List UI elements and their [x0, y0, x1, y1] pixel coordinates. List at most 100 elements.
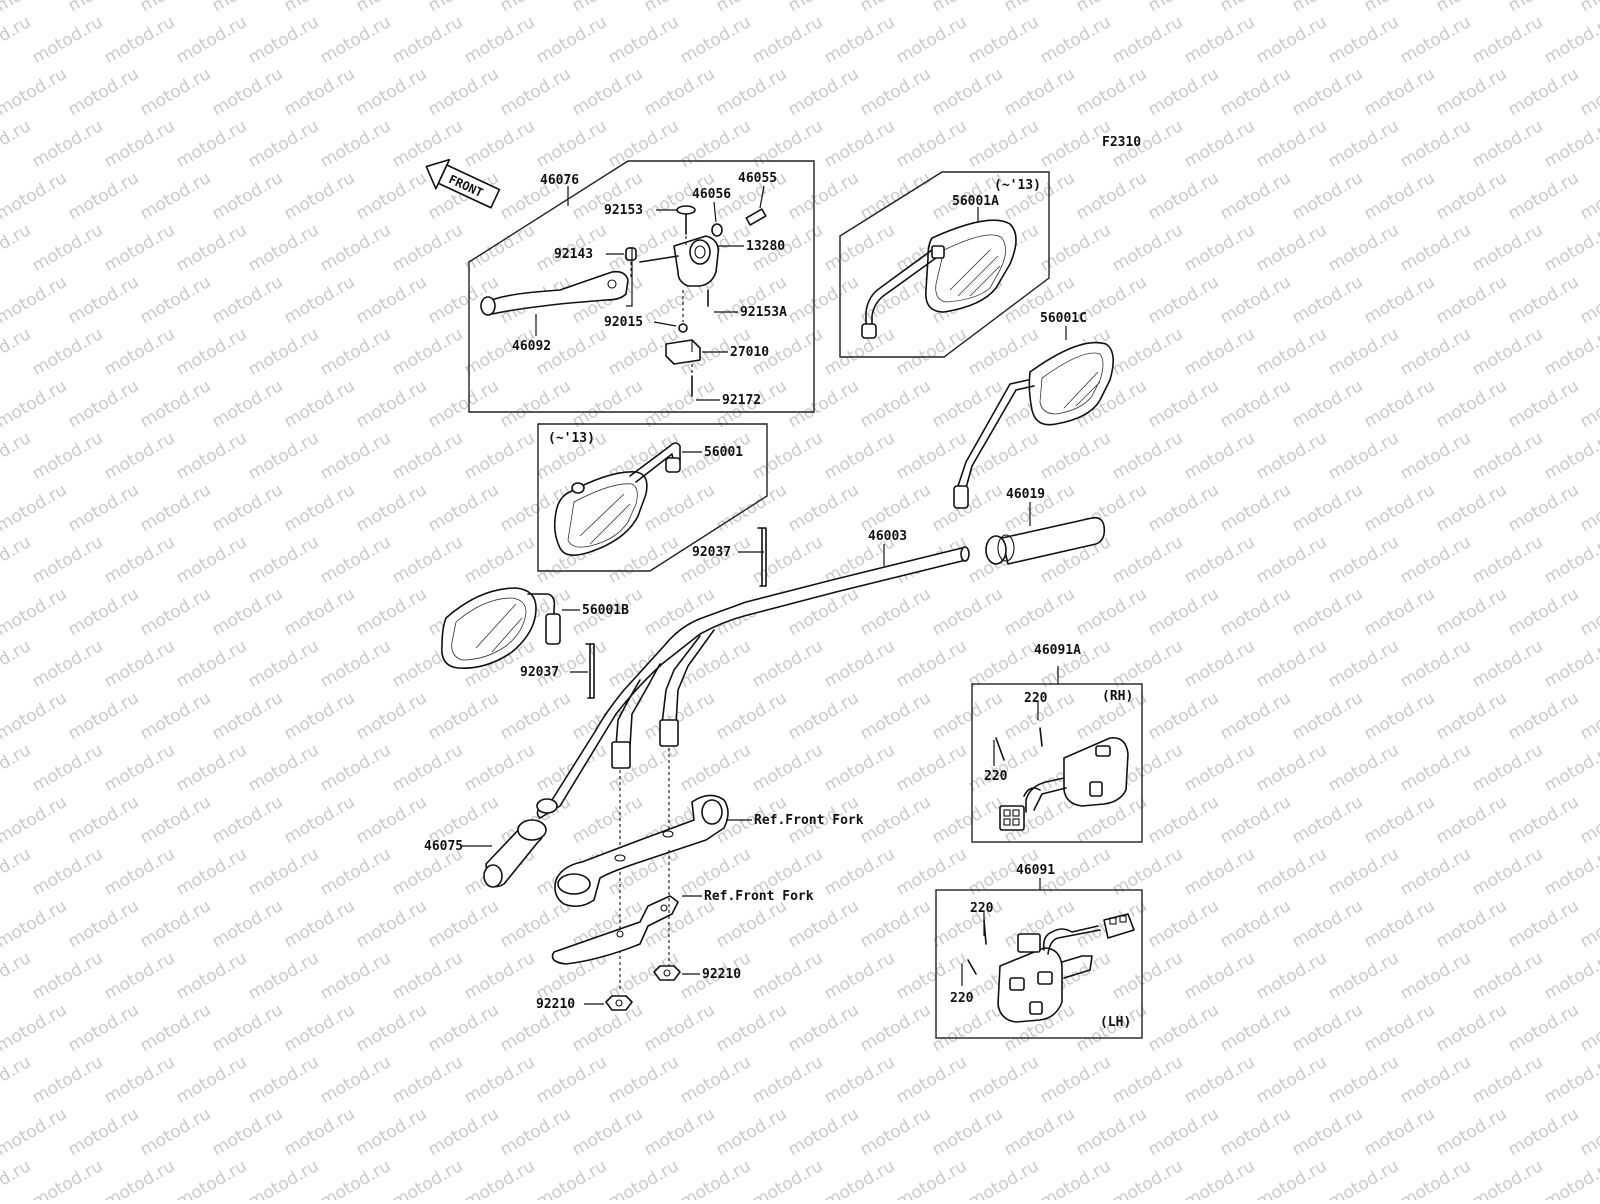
- label-56001c: 56001C: [1040, 311, 1087, 326]
- watermark-text: motod.ru: [1541, 428, 1600, 484]
- watermark-text: motod.ru: [1541, 220, 1600, 276]
- label-27010: 27010: [730, 345, 769, 360]
- watermark-text: motod.ru: [1217, 480, 1295, 536]
- watermark-text: motod.ru: [353, 64, 431, 120]
- label-46091: 46091: [1016, 863, 1055, 878]
- watermark-text: motod.ru: [677, 1156, 755, 1200]
- watermark-text: motod.ru: [281, 272, 359, 328]
- watermark-text: motod.ru: [461, 1052, 539, 1108]
- watermark-text: motod.ru: [1361, 1104, 1439, 1160]
- watermark-text: motod.ru: [1325, 428, 1403, 484]
- watermark-text: motod.ru: [389, 12, 467, 68]
- watermark-text: motod.ru: [965, 1156, 1043, 1200]
- watermark-text: motod.ru: [1145, 480, 1223, 536]
- watermark-text: motod.ru: [461, 532, 539, 588]
- watermark-text: motod.ru: [317, 844, 395, 900]
- watermark-text: motod.ru: [281, 792, 359, 848]
- watermark-text: motod.ru: [749, 116, 827, 172]
- watermark-text: motod.ru: [1433, 168, 1511, 224]
- watermark-text: motod.ru: [1181, 948, 1259, 1004]
- watermark-text: motod.ru: [1253, 844, 1331, 900]
- watermark-text: motod.ru: [245, 532, 323, 588]
- label-46056: 46056: [692, 187, 731, 202]
- watermark-text: motod.ru: [929, 64, 1007, 120]
- watermark-text: motod.ru: [353, 792, 431, 848]
- watermark-text: motod.ru: [965, 1052, 1043, 1108]
- watermark-text: motod.ru: [1325, 12, 1403, 68]
- watermark-text: motod.ru: [1541, 532, 1600, 588]
- watermark-text: motod.ru: [821, 1156, 899, 1200]
- watermark-text: motod.ru: [605, 220, 683, 276]
- watermark-text: motod.ru: [245, 116, 323, 172]
- watermark-text: motod.ru: [65, 64, 143, 120]
- watermark-text: motod.ru: [785, 272, 863, 328]
- watermark-text: motod.ru: [245, 428, 323, 484]
- watermark-text: motod.ru: [1397, 324, 1475, 380]
- watermark-text: motod.ru: [1469, 116, 1547, 172]
- watermark-text: motod.ru: [281, 64, 359, 120]
- watermark-text: motod.ru: [317, 116, 395, 172]
- watermark-text: motod.ru: [1577, 64, 1600, 120]
- watermark-text: motod.ru: [1433, 584, 1511, 640]
- watermark-text: motod.ru: [245, 1052, 323, 1108]
- watermark-text: motod.ru: [137, 376, 215, 432]
- label-220-lh-top: 220: [970, 901, 994, 916]
- watermark-text: motod.ru: [821, 636, 899, 692]
- watermark-text: motod.ru: [965, 116, 1043, 172]
- watermark-text: motod.ru: [1217, 896, 1295, 952]
- watermark-text: motod.ru: [0, 1156, 34, 1200]
- watermark-text: motod.ru: [1217, 584, 1295, 640]
- watermark-text: motod.ru: [497, 1104, 575, 1160]
- watermark-text: motod.ru: [1217, 376, 1295, 432]
- watermark-text: motod.ru: [641, 1000, 719, 1056]
- watermark-text: motod.ru: [209, 896, 287, 952]
- watermark-text: motod.ru: [1361, 0, 1439, 16]
- label-92153: 92153: [604, 203, 643, 218]
- watermark-text: motod.ru: [0, 584, 70, 640]
- watermark-text: motod.ru: [29, 532, 107, 588]
- watermark-text: motod.ru: [857, 64, 935, 120]
- watermark-text: motod.ru: [209, 792, 287, 848]
- switch-lh-side-label: (LH): [1100, 1015, 1131, 1030]
- watermark-text: motod.ru: [533, 116, 611, 172]
- mirror-56001a: [861, 219, 1017, 339]
- label-220-rh-side: 220: [984, 769, 1008, 784]
- watermark-text: motod.ru: [1289, 688, 1367, 744]
- watermark-text: motod.ru: [1289, 584, 1367, 640]
- watermark-text: motod.ru: [317, 12, 395, 68]
- watermark-text: motod.ru: [1433, 792, 1511, 848]
- watermark-text: motod.ru: [65, 896, 143, 952]
- watermark-text: motod.ru: [1577, 168, 1600, 224]
- label-56001: 56001: [704, 445, 743, 460]
- watermark-text: motod.ru: [353, 0, 431, 16]
- watermark-text: motod.ru: [1289, 896, 1367, 952]
- lower-plate: [551, 895, 679, 965]
- watermark-text: motod.ru: [1073, 0, 1151, 16]
- watermark-text: motod.ru: [101, 636, 179, 692]
- clutch-lever: [480, 270, 629, 316]
- watermark-text: motod.ru: [1361, 896, 1439, 952]
- watermark-text: motod.ru: [857, 0, 935, 16]
- watermark-text: motod.ru: [1505, 792, 1583, 848]
- switch-rh-side-label: (RH): [1102, 689, 1133, 704]
- watermark-text: motod.ru: [677, 740, 755, 796]
- watermark-text: motod.ru: [1289, 168, 1367, 224]
- watermark-text: motod.ru: [173, 116, 251, 172]
- watermark-text: motod.ru: [1181, 844, 1259, 900]
- mirror-56001c: [953, 341, 1114, 509]
- watermark-text: motod.ru: [65, 1104, 143, 1160]
- watermark-text: motod.ru: [0, 0, 70, 16]
- watermark-text: motod.ru: [641, 64, 719, 120]
- watermark-text: motod.ru: [713, 688, 791, 744]
- watermark-text: motod.ru: [1397, 532, 1475, 588]
- watermark-text: motod.ru: [1073, 584, 1151, 640]
- watermark-text: motod.ru: [1145, 168, 1223, 224]
- watermark-text: motod.ru: [461, 428, 539, 484]
- watermark-text: motod.ru: [353, 896, 431, 952]
- watermark-text: motod.ru: [857, 688, 935, 744]
- watermark-text: motod.ru: [1217, 688, 1295, 744]
- watermark-text: motod.ru: [533, 1052, 611, 1108]
- watermark-text: motod.ru: [749, 740, 827, 796]
- watermark-text: motod.ru: [101, 116, 179, 172]
- label-46092: 46092: [512, 339, 551, 354]
